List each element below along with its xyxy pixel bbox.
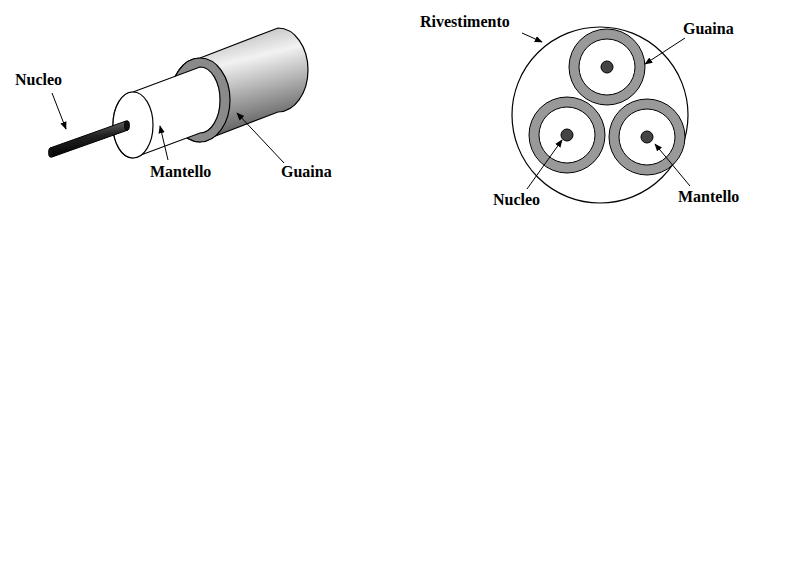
part-label: Mantello: [678, 188, 739, 206]
cladding-body: [113, 67, 220, 158]
leader-line: [237, 113, 284, 163]
core-rod: [50, 121, 128, 157]
core-end: [49, 148, 54, 158]
fiber: [569, 29, 645, 105]
part-label: Mantello: [150, 163, 211, 181]
jacket-circle: [512, 27, 688, 203]
part-label: Nucleo: [493, 191, 540, 209]
fiber: [609, 99, 685, 175]
leader-line: [645, 38, 685, 64]
part-label: Nucleo: [15, 71, 62, 89]
leader-line: [522, 33, 542, 42]
leader-line: [527, 140, 562, 189]
leader-lines: [52, 33, 690, 189]
cable-illustration: [49, 28, 309, 158]
leader-line: [160, 126, 168, 160]
part-label: Rivestimento: [420, 13, 510, 31]
core-end: [125, 121, 130, 131]
part-label: Guaina: [281, 163, 332, 181]
fiber: [529, 97, 605, 173]
part-label: Guaina: [683, 20, 734, 38]
leader-line: [655, 144, 690, 186]
cross-section: [512, 27, 688, 203]
leader-line: [52, 93, 66, 129]
